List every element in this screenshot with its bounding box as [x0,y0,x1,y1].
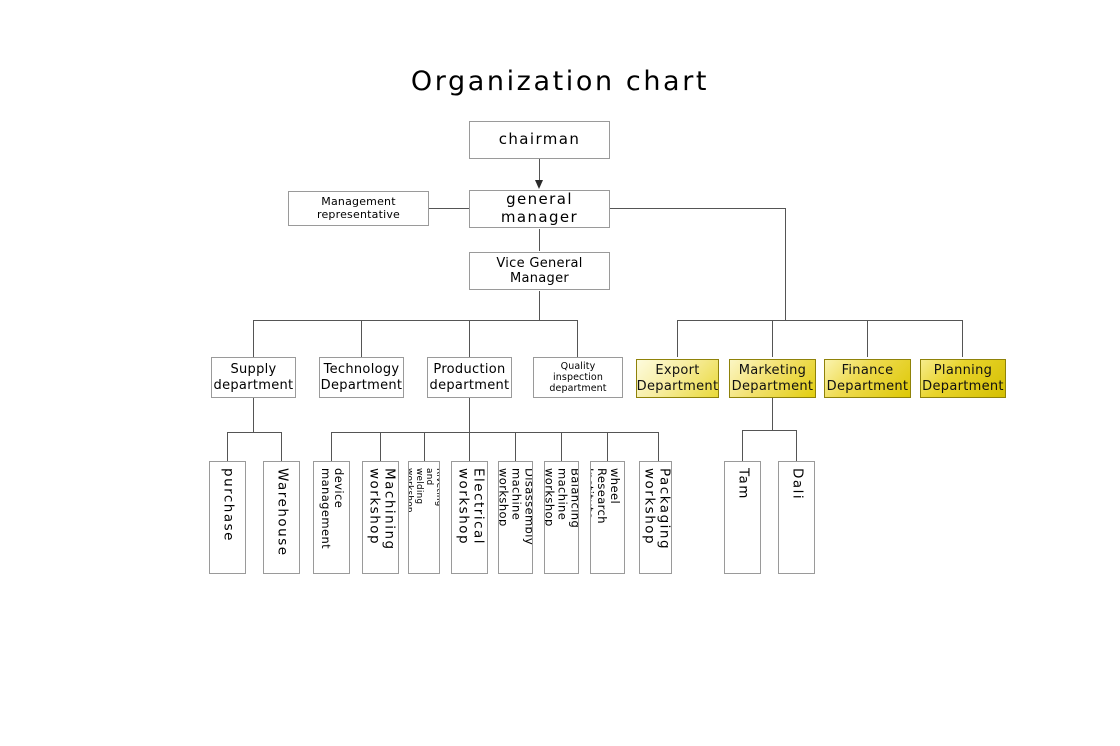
node-riveting-welding-workshop-label: Riveting and welding workshop [408,468,440,513]
bus-supply-children [227,432,282,433]
node-supply-department[interactable]: Supply department [211,357,296,398]
connector-vice-gm-drop [539,291,540,320]
node-technology-department-label: Technology Department [320,362,403,393]
drop-finance-department [867,320,868,357]
node-dali-label: Dali [789,468,806,501]
connector-gm-right-drop [785,208,786,320]
drop-purchase [227,432,228,461]
node-marketing-department-label: Marketing Department [731,363,814,394]
connector-marketing-drop [772,398,773,430]
node-disassembly-machine-workshop[interactable]: Disassembly machine workshop [498,461,533,574]
bus-marketing-children [742,430,797,431]
connector-gm-right-lead [609,208,785,209]
node-four-wheel-research-institute-label: Four wheel Research Institute [590,468,625,524]
node-tam-label: Tam [735,468,752,500]
node-chairman-label: chairman [498,130,581,149]
drop-packaging-workshop [658,432,659,461]
node-purchase-label: purchase [220,468,237,542]
node-export-department-label: Export Department [636,363,719,394]
node-electrical-workshop-label: Electrical workshop [454,468,486,546]
node-quality-inspection-department-label: Quality inspection department [549,360,607,395]
node-machining-workshop-label: Machining workshop [365,468,397,551]
node-marketing-department[interactable]: Marketing Department [729,359,816,398]
drop-machining-workshop [380,432,381,461]
connector-chairman-to-general-manager [539,159,540,183]
drop-device-management [331,432,332,461]
node-warehouse[interactable]: Warehouse [263,461,300,574]
drop-four-wheel-research-institute [607,432,608,461]
drop-marketing-department [772,320,773,357]
node-device-management-label: device management [318,468,346,550]
drop-tam [742,430,743,461]
drop-production-department [469,320,470,357]
arrowhead-into-general-manager [535,180,543,189]
node-general-manager[interactable]: general manager [469,190,610,228]
drop-riveting-welding-workshop [424,432,425,461]
node-quality-inspection-department[interactable]: Quality inspection department [533,357,623,398]
node-riveting-welding-workshop[interactable]: Riveting and welding workshop [408,461,440,574]
connector-production-drop [469,398,470,432]
node-management-representative[interactable]: Management representative [288,191,429,226]
node-management-representative-label: Management representative [316,194,401,221]
bus-vice-gm-departments [253,320,578,321]
drop-planning-department [962,320,963,357]
node-general-manager-label: general manager [500,190,579,226]
drop-technology-department [361,320,362,357]
drop-electrical-workshop [469,432,470,461]
node-planning-department-label: Planning Department [922,363,1004,394]
node-technology-department[interactable]: Technology Department [319,357,404,398]
node-warehouse-label: Warehouse [274,468,291,557]
drop-warehouse [281,432,282,461]
node-supply-department-label: Supply department [213,362,294,393]
connector-gm-to-vice-gm [539,229,540,251]
node-dali[interactable]: Dali [778,461,815,574]
node-export-department[interactable]: Export Department [636,359,719,398]
node-disassembly-machine-workshop-label: Disassembly machine workshop [498,468,533,546]
drop-export-department [677,320,678,357]
node-balancing-machine-workshop-label: Balancing machine workshop [544,468,579,529]
drop-disassembly-machine-workshop [515,432,516,461]
page-title: Organization chart [410,66,710,97]
node-packaging-workshop[interactable]: Packaging workshop [639,461,672,574]
connector-supply-drop [253,398,254,432]
node-finance-department-label: Finance Department [826,363,909,394]
node-vice-general-manager-label: Vice General Manager [496,255,583,286]
node-production-department-label: Production department [429,362,510,393]
drop-dali [796,430,797,461]
node-chairman[interactable]: chairman [469,121,610,159]
drop-balancing-machine-workshop [561,432,562,461]
drop-supply-department [253,320,254,357]
node-production-department[interactable]: Production department [427,357,512,398]
connector-mgmt-rep-to-general-manager [429,208,470,209]
node-vice-general-manager[interactable]: Vice General Manager [469,252,610,290]
bus-production-children [331,432,659,433]
node-purchase[interactable]: purchase [209,461,246,574]
node-balancing-machine-workshop[interactable]: Balancing machine workshop [544,461,579,574]
node-electrical-workshop[interactable]: Electrical workshop [451,461,488,574]
node-packaging-workshop-label: Packaging workshop [640,468,672,551]
drop-quality-inspection-department [577,320,578,357]
bus-right-departments [677,320,963,321]
node-machining-workshop[interactable]: Machining workshop [362,461,399,574]
node-four-wheel-research-institute[interactable]: Four wheel Research Institute [590,461,625,574]
node-tam[interactable]: Tam [724,461,761,574]
node-device-management[interactable]: device management [313,461,350,574]
node-planning-department[interactable]: Planning Department [920,359,1006,398]
node-finance-department[interactable]: Finance Department [824,359,911,398]
